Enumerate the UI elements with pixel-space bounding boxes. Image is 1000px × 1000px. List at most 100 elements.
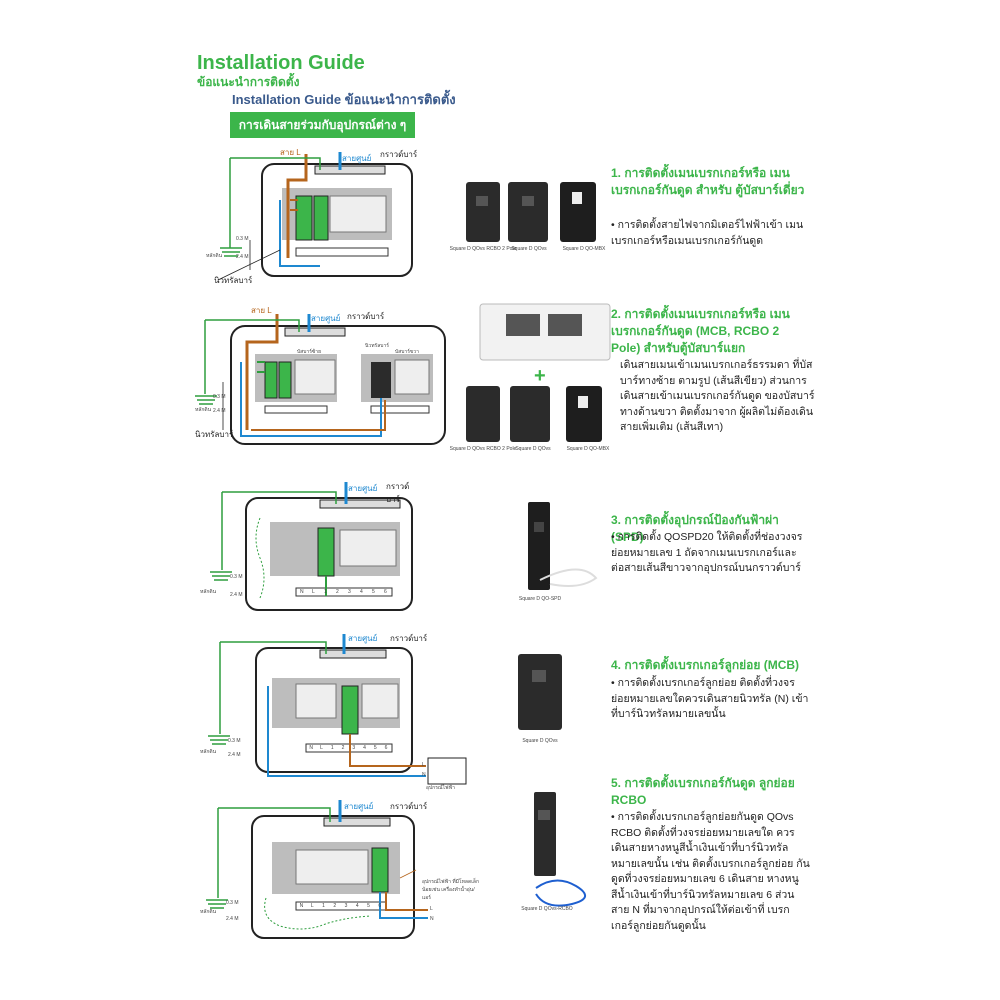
wire-l-label: สาย L [280,148,301,157]
mcb-image [518,654,562,730]
step-3-body: • การติดตั้ง QOSPD20 ให้ติดตั้งที่ช่องวง… [611,531,803,574]
diagram-3-wiring [210,482,413,611]
terminal-label: 4 [360,589,363,595]
appliance-label-4: อุปกรณ์ไฟฟ้า [426,785,455,791]
diagram-5: สายศูนย์ กราวด์บาร์ 0.3 M 2.4 M หลักดิน … [200,798,480,948]
step-2-body: เดินสายเมนเข้าเมนเบรกเกอร์ธรรมดา ที่บัสบ… [620,359,815,433]
h03-label-3: 0.3 M [230,574,243,580]
section-banner: การเดินสายร่วมกับอุปกรณ์ต่าง ๆ [230,112,415,138]
wire-neutral-label-4: สายศูนย์ [348,634,378,643]
terminal-label: 5 [373,745,377,751]
step-3-heading: 3. การติดตั้งอุปกรณ์ป้องกันฟ้าผ่า (SPD) [611,513,779,544]
ground-bar-label: กราวด์บาร์ [380,150,418,159]
ground-rod-label: หลักดิน [206,253,223,259]
ground-rod-label-2: หลักดิน [195,407,212,413]
terminal-label: L [310,903,314,909]
step-5-heading: 5. การติดตั้งเบรกเกอร์กันดูด ลูกย่อย RCB… [611,776,795,807]
step-2-heading: 2. การติดตั้งเมนเบรกเกอร์หรือ เมนเบรกเกอ… [611,307,790,355]
terminal-label: 6 [384,589,387,595]
step-4-heading: 4. การติดตั้งเบรกเกอร์ลูกย่อย (MCB) [611,658,800,672]
page-title: Installation Guide [197,52,365,74]
wire-neutral-label: สายศูนย์ [342,154,372,163]
terminal-label: 1 [322,903,325,909]
terminal-label: 5 [367,903,370,909]
terminal-n-label-4: N [422,772,426,778]
terminal-label: 2 [333,903,337,909]
spd-image [528,502,598,590]
terminal-label: 3 [348,589,351,595]
diagram-1-wiring [217,152,413,281]
diagram-5-wiring [206,800,428,939]
page-title-thai: ข้อแนะนำการติดตั้ง [197,75,300,89]
terminal-label: 6 [384,745,388,751]
terminal-label: 1 [330,745,334,751]
diagram-2: สาย L สายศูนย์ กราวด์บาร์ บัสบาร์ซ้าย นิ… [195,302,450,452]
diagram-4-wiring [208,634,467,785]
terminal-label: 2 [341,745,345,751]
step-1-heading: 1. การติดตั้งเมนเบรกเกอร์หรือ เมนเบรกเกอ… [611,166,805,197]
wire-neutral-label-5: สายศูนย์ [344,802,374,811]
ground-bar-label-5: กราวด์บาร์ [390,802,428,811]
products-4: Square D QOvs [510,650,580,750]
wire-neutral-label-3: สายศูนย์ [348,484,378,493]
terminal-label: 6 [378,903,382,909]
h24-label: 2.4 M [236,254,249,260]
right-busbar-label: บัสบาร์ขวา [395,349,419,355]
products-1: Square D QOvs RCBO 2 Pole Square D QOvs … [448,178,623,258]
caption-4: Square D QOvs [522,738,558,744]
ground-rod-label-4: หลักดิน [200,749,217,755]
caption-2b: Square D QOvs [515,446,551,452]
svg-text:+: + [534,365,546,387]
terminal-label: 2 [336,589,339,595]
terminal-label: 4 [355,903,359,909]
terminal-label: 5 [372,589,375,595]
page-subtitle: Installation Guide ข้อแนะนำการติดตั้ง [232,92,456,107]
diagram-2-wiring [195,314,446,445]
terminal-label: L [320,745,323,751]
caption-1c: Square D QO-MBX [562,246,606,252]
left-busbar-label: บัสบาร์ซ้าย [297,349,322,355]
ground-bar-label-3: กราวด์บาร์ [386,482,410,504]
caption-5: Square D QOvs-RCBO [521,906,573,912]
terminal-label: 4 [363,745,366,751]
diagram-4: สายศูนย์ กราวด์บาร์ 0.3 M 2.4 M หลักดิน … [200,630,470,791]
terminal-label: 3 [344,903,348,909]
terminal-label: N [300,589,304,595]
terminal-label: L [312,589,315,595]
diagram-3: สายศูนย์ กราวด์บาร์ 0.3 M 2.4 M หลักดิน … [200,478,420,618]
neutral-bar-label-2a: นิวทรัลบาร์ [365,343,389,349]
wire-neutral-label-2: สายศูนย์ [311,314,341,323]
h03-label: 0.3 M [236,236,249,242]
terminal-label: N [299,903,304,909]
h24-label-2: 2.4 M [213,408,226,414]
neutral-bar-label: นิวทรัลบาร์ [214,276,253,285]
ground-rod-label-3: หลักดิน [200,589,217,595]
diagram-1: สาย L สายศูนย์ กราวด์บาร์ 0.3 M 2.4 M หล… [200,140,420,290]
h03-label-4: 0.3 M [228,738,241,744]
ground-rod-label-5: หลักดิน [200,909,217,915]
products-5: Square D QOvs-RCBO [512,790,602,920]
terminal-label: N [309,745,313,751]
breakers-image-2: + [466,303,611,442]
caption-1a: Square D QOvs RCBO 2 Pole [449,246,517,252]
rcbo-note-label: อุปกรณ์ไฟฟ้า ที่มีโหลดเล็กน้อยเช่น เครื่… [422,879,480,901]
terminal-label: 3 [352,745,356,751]
breakers-image-1 [466,182,596,242]
rcbo-image [534,792,586,907]
wire-l-label-2: สาย L [251,306,272,315]
products-2: + Square D QOvs RCBO 2 Pole Square D QOv… [448,298,623,458]
neutral-bar-label-2: นิวทรัลบาร์ [195,430,234,439]
step-5-body: • การติดตั้งเบรกเกอร์ลูกย่อยกันดูด QOvs … [611,811,810,932]
h03-label-5: 0.3 M [226,900,239,906]
terminal-l-label-4: L [422,762,425,768]
h03-label-2: 0.3 M [213,394,226,400]
terminal-label: 1 [324,589,327,595]
h24-label-5: 2.4 M [226,916,239,922]
h24-label-4: 2.4 M [228,752,241,758]
caption-3: Square D QO-SPD [518,596,562,602]
caption-2a: Square D QOvs RCBO 2 Pole [449,446,517,452]
products-3: Square D QO-SPD [510,500,605,605]
step-1-body: • การติดตั้งสายไฟจากมิเตอร์ไฟฟ้าเข้า เมน… [611,219,804,247]
step-4-body: • การติดตั้งเบรกเกอร์ลูกย่อย ติดตั้งที่ว… [611,677,809,720]
terminal-l-label-5: L [430,906,433,912]
